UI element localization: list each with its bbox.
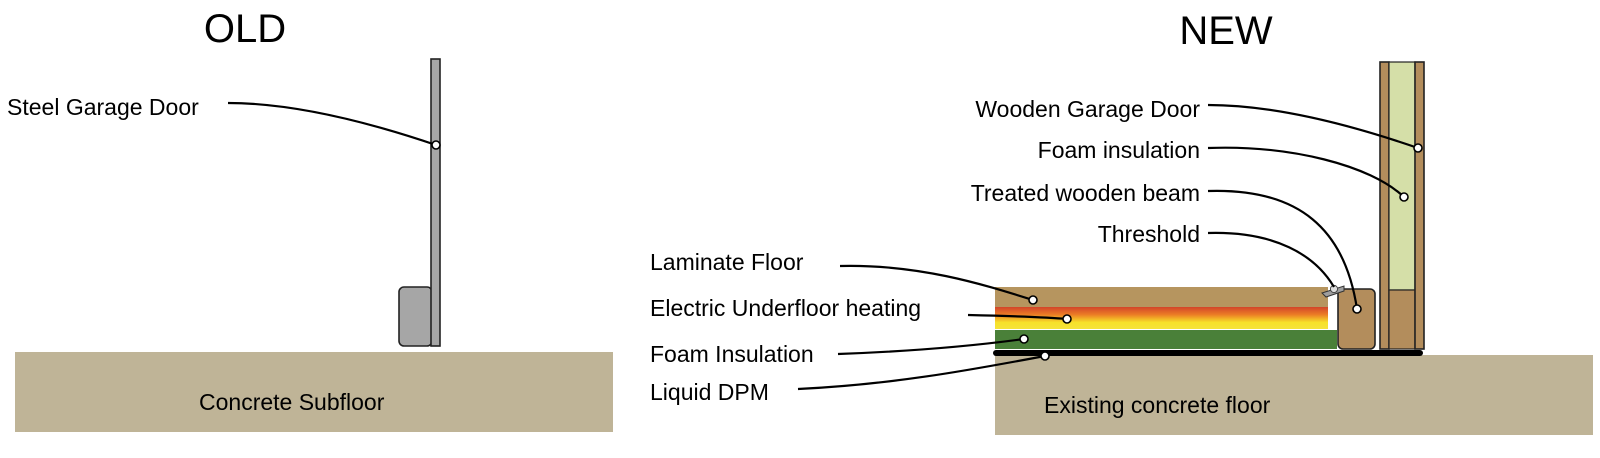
threshold-leader [1207,231,1335,288]
laminate-floor-leader [839,264,1034,302]
foam-insulation-layer [995,330,1337,349]
foam-insulation-door-leader [1207,146,1405,198]
old-title: OLD [204,7,286,51]
treated-wooden-beam [1337,288,1376,350]
steel-garage-door-label: Steel Garage Door [7,94,199,120]
electric-underfloor-heating-label: Electric Underfloor heating [650,295,921,321]
steel-garage-door-marker [431,140,441,150]
treated-wooden-beam-leader [1207,189,1359,310]
steel-door-bottom-bracket [398,286,433,347]
steel-garage-door [430,58,441,347]
door-foam-insulation [1388,61,1416,291]
electric-underfloor-heating-leader [967,313,1068,321]
liquid-dpm-label: Liquid DPM [650,379,769,405]
electric-underfloor-heating-marker [1062,314,1072,324]
foam-insulation-door-marker [1399,192,1409,202]
laminate-floor-label: Laminate Floor [650,249,804,275]
liquid-dpm-layer [993,350,1423,356]
foam-insulation-door-label: Foam insulation [1038,137,1200,163]
foam-insulation-floor-marker [1019,334,1029,344]
treated-wooden-beam-label: Treated wooden beam [971,180,1200,206]
foam-insulation-floor-leader [837,337,1025,356]
liquid-dpm-leader [797,354,1046,391]
existing-concrete-floor-label: Existing concrete floor [1044,392,1271,418]
wooden-garage-door-frame-right [1414,61,1425,350]
wooden-garage-door-leader [1207,103,1419,150]
wooden-garage-door-marker [1413,143,1423,153]
old-panel: OLD Concrete Subfloor Steel Garage Door [7,7,613,432]
existing-concrete-floor [995,355,1593,435]
laminate-floor-layer [995,287,1328,307]
concrete-subfloor-label: Concrete Subfloor [199,389,385,415]
threshold-label: Threshold [1098,221,1200,247]
new-title: NEW [1179,9,1273,53]
laminate-floor-marker [1028,295,1038,305]
steel-garage-door-leader [227,101,437,147]
treated-wooden-beam-marker [1352,304,1362,314]
foam-insulation-floor-label: Foam Insulation [650,341,814,367]
electric-underfloor-heating-layer [995,307,1328,329]
liquid-dpm-marker [1040,351,1050,361]
wooden-garage-door-frame-left [1379,61,1390,350]
new-panel: NEW Existing concrete floor Wooden Garag… [650,9,1593,435]
concrete-subfloor [15,352,613,432]
wooden-garage-door-label: Wooden Garage Door [975,96,1200,122]
wooden-garage-door-bottom-rail [1388,289,1416,350]
